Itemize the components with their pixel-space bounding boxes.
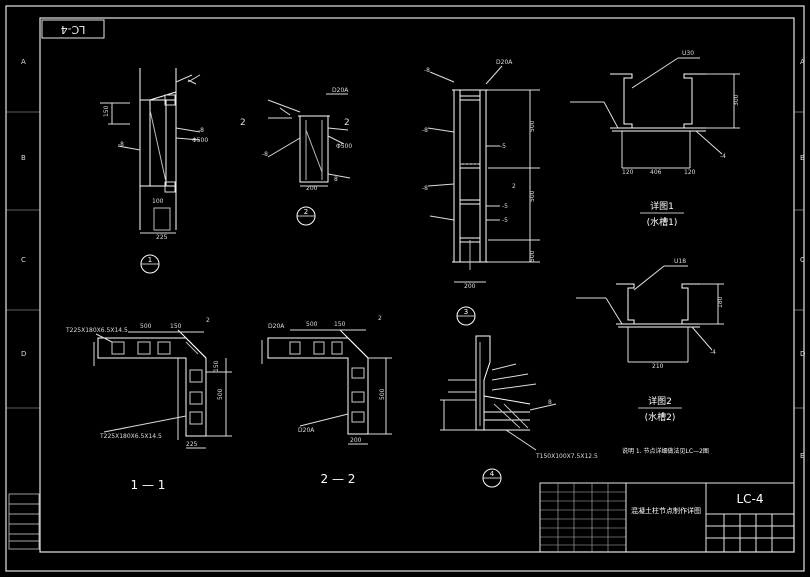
v3-mark: -5 [502, 217, 508, 224]
row-letter: D [21, 350, 26, 358]
d1-mark: -4 [720, 153, 726, 160]
detail-2-subtitle: (水槽2) [645, 411, 676, 423]
margin-stamp-boxes [8, 493, 40, 550]
v3-dim: 200 [464, 283, 476, 290]
s22-mark: 2 [378, 315, 382, 322]
general-note: 说明 1. 节点详细做法见LC—2图 [622, 447, 709, 455]
d2-dim: U18 [674, 258, 686, 265]
v1-mark: -8 [198, 127, 204, 134]
view-3-column-with-battens [427, 65, 540, 283]
d1-dim: 120 [684, 169, 696, 176]
d2-dim: 180 [717, 296, 724, 308]
v3-top-mark: D20A [496, 59, 513, 66]
v1-mark: Φ500 [192, 137, 208, 144]
s11-spec: T225X180X6.5X14.5 [99, 433, 162, 440]
detail-1-subtitle: (水槽1) [647, 216, 678, 228]
section-2-2-label: 2 — 2 [321, 472, 356, 486]
v3-dim: 500 [529, 120, 536, 132]
v2-cut-label: 2 [240, 118, 246, 128]
view-4-symbol: 4 [482, 468, 502, 488]
title-block-drawing-code: LC-4 [736, 492, 763, 506]
s22-spec: D20A [268, 323, 285, 330]
section-1-1-plan [93, 329, 232, 449]
row-letter: C [800, 256, 805, 264]
detail-1-title: 详图1 [650, 200, 674, 212]
v2-cut-label: 2 [344, 118, 350, 128]
s22-dim: 150 [334, 321, 346, 328]
title-block-title: 混凝土柱节点制作详图 [631, 506, 701, 515]
s11-dim: 150 [213, 360, 220, 372]
d1-dim: 120 [622, 169, 634, 176]
d1-dim: 406 [650, 169, 662, 176]
row-letter: B [21, 154, 26, 162]
v3-mark: -8 [424, 67, 430, 74]
v4-mark: 8 [548, 399, 552, 406]
corner-code-box: LC-4 [41, 19, 105, 39]
view-1-symbol: 1 [140, 254, 160, 274]
s11-dim: 500 [217, 388, 224, 400]
s11-dim: 500 [140, 323, 152, 330]
row-letter: D [800, 350, 805, 358]
s11-dim: 225 [186, 441, 198, 448]
v2-mark: 8 [334, 176, 338, 183]
v1-symbol-text: 1 [148, 256, 152, 264]
row-letter: C [21, 256, 26, 264]
v3-mark: -8 [422, 127, 428, 134]
v3-mark: -5 [502, 203, 508, 210]
row-letter: A [800, 58, 805, 66]
v3-mark: 2 [512, 183, 516, 190]
v1-dim: 225 [156, 234, 168, 241]
d1-dim: U30 [682, 50, 694, 57]
view-2-symbol: 2 [296, 206, 316, 226]
v1-mark: -8 [118, 141, 124, 148]
row-letter: B [800, 154, 805, 162]
detail-2-title: 详图2 [648, 395, 672, 407]
v2-mark: Φ500 [336, 143, 352, 150]
v2-dim: D20A [332, 87, 349, 94]
view-2-cap-detail [267, 93, 351, 187]
s22-dim: 200 [350, 437, 362, 444]
row-zone-markers: A B C D A B C D E [21, 58, 805, 460]
s22-dim: 500 [379, 388, 386, 400]
v4-spec: T150X100X7.5X12.5 [535, 453, 598, 460]
row-letter: A [21, 58, 26, 66]
v4-symbol-text: 4 [490, 470, 495, 478]
inner-border [39, 17, 795, 553]
s11-dim: 150 [170, 323, 182, 330]
v1-dim: 100 [152, 198, 164, 205]
s22-dim: 500 [306, 321, 318, 328]
v1-dim: 150 [103, 105, 110, 117]
v3-dim: 500 [529, 190, 536, 202]
d1-dim: 300 [733, 94, 740, 106]
v3-symbol-text: 3 [464, 308, 468, 316]
view-1-column-elevation [100, 68, 201, 234]
s11-spec: T225X180X6.5X14.5 [65, 327, 128, 334]
row-letter: E [800, 452, 804, 460]
title-block [539, 482, 795, 553]
outer-border [5, 5, 805, 572]
v3-mark: -8 [422, 185, 428, 192]
s11-mark: 2 [206, 317, 210, 324]
detail-2-trough [576, 265, 724, 363]
view-3-symbol: 3 [456, 306, 476, 326]
section-1-1-label: 1 — 1 [131, 478, 166, 492]
corner-code-text: LC-4 [61, 23, 86, 36]
view-4-base-node [440, 335, 557, 451]
s22-spec: D20A [298, 427, 315, 434]
v3-dim: 500 [529, 250, 536, 262]
v2-symbol-text: 2 [304, 208, 308, 216]
v2-mark: -8 [262, 151, 268, 158]
d2-mark: -4 [710, 349, 716, 356]
detail-1-trough [570, 57, 740, 169]
v3-mark: -5 [500, 143, 506, 150]
v2-dim: 200 [306, 185, 318, 192]
section-2-2-plan [261, 329, 392, 445]
d2-dim: 210 [652, 363, 664, 370]
